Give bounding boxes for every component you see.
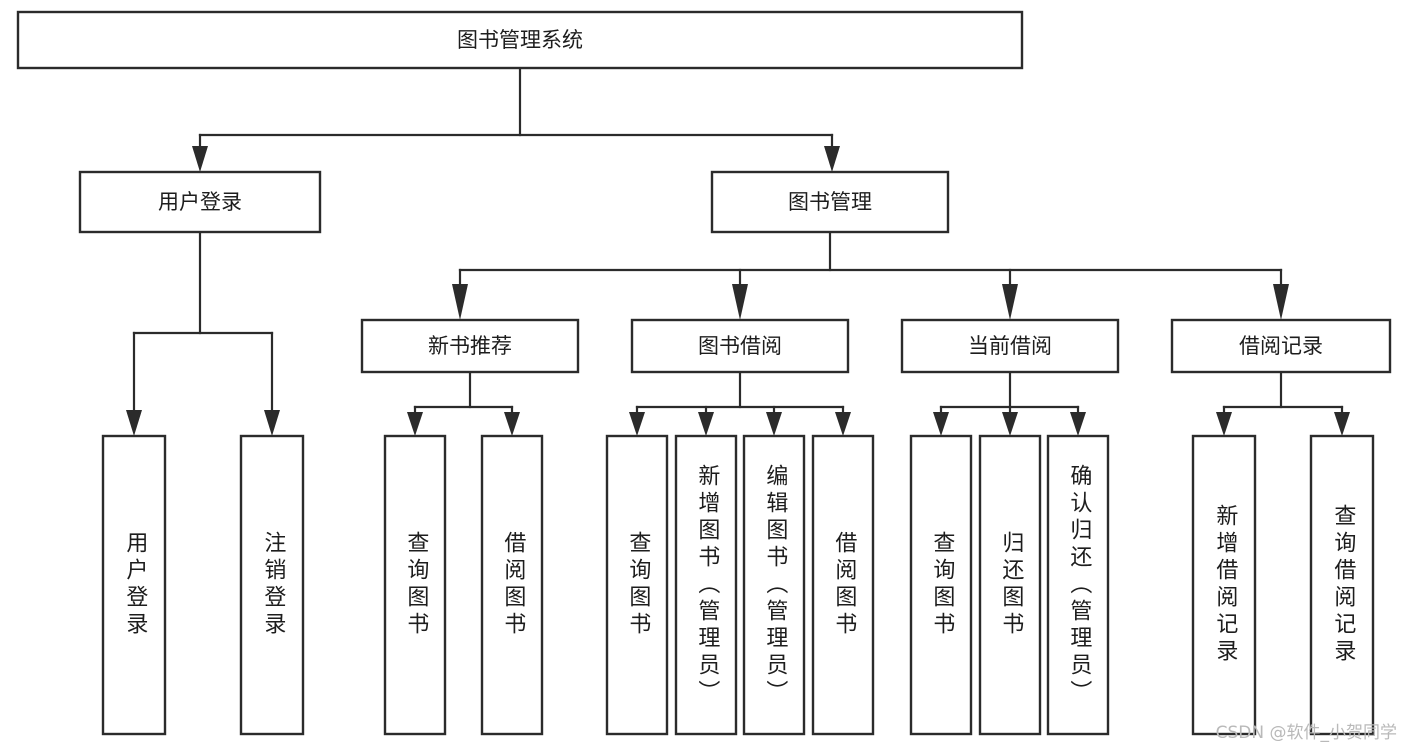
node-leaf-return-book-box[interactable] (978, 434, 1042, 736)
connector-newbook-to-leaves (407, 370, 520, 436)
arrow-head-icon (407, 412, 423, 436)
arrow-head-icon (732, 284, 748, 320)
leaf-boxes-current-borrow (909, 434, 1110, 736)
connector-root-to-level2 (192, 66, 840, 172)
leaf-boxes-user-login (101, 434, 305, 736)
arrow-head-icon (1002, 284, 1018, 320)
arrow-head-icon (192, 146, 208, 172)
node-book-manage[interactable]: 图书管理 (710, 170, 950, 234)
node-leaf-edit-book-box[interactable] (742, 434, 806, 736)
node-leaf-user-login-box[interactable] (101, 434, 167, 736)
node-leaf-confirm-return-box[interactable] (1046, 434, 1110, 736)
arrow-head-icon (629, 412, 645, 436)
node-current-borrow-box[interactable] (900, 318, 1120, 374)
node-root-box[interactable] (16, 10, 1024, 70)
node-new-book-rec-label: 新书推荐 (428, 334, 512, 358)
node-book-manage-label: 图书管理 (788, 190, 872, 214)
csdn-watermark: CSDN @软件_小贺同学 (1215, 723, 1397, 743)
arrow-head-icon (264, 410, 280, 436)
arrow-head-icon (1070, 412, 1086, 436)
connector-borrowrecord-to-leaves (1216, 370, 1350, 436)
arrow-head-icon (1334, 412, 1350, 436)
node-borrow-record-label: 借阅记录 (1239, 334, 1323, 358)
node-leaf-query-book-1-box[interactable] (383, 434, 447, 736)
arrow-head-icon (824, 146, 840, 172)
node-leaf-borrow-book-1-box[interactable] (480, 434, 544, 736)
node-borrow-record[interactable]: 借阅记录 (1170, 318, 1392, 374)
arrow-head-icon (766, 412, 782, 436)
leaf-boxes-borrow-record (1191, 434, 1375, 736)
node-root[interactable]: 图书管理系统 (16, 10, 1024, 70)
arrow-head-icon (126, 410, 142, 436)
node-root-label: 图书管理系统 (457, 28, 583, 52)
node-new-book-rec-box[interactable] (360, 318, 580, 374)
node-book-borrow-box[interactable] (630, 318, 850, 374)
node-leaf-query-book-3-box[interactable] (909, 434, 973, 736)
arrow-head-icon (452, 284, 468, 320)
connector-bookmanage-to-level3 (452, 230, 1289, 320)
arrow-head-icon (933, 412, 949, 436)
node-book-manage-box[interactable] (710, 170, 950, 234)
node-leaf-query-book-2-box[interactable] (605, 434, 669, 736)
node-current-borrow[interactable]: 当前借阅 (900, 318, 1120, 374)
node-new-book-rec[interactable]: 新书推荐 (360, 318, 580, 374)
node-leaf-add-record-box[interactable] (1191, 434, 1257, 736)
arrow-head-icon (1002, 412, 1018, 436)
node-current-borrow-label: 当前借阅 (968, 334, 1052, 358)
arrow-head-icon (1273, 284, 1289, 320)
node-leaf-add-book-box[interactable] (674, 434, 738, 736)
connector-bookborrow-to-leaves (629, 370, 851, 436)
node-user-login-label: 用户登录 (158, 190, 242, 214)
connector-currentborrow-to-leaves (933, 370, 1086, 436)
connector-userlogin-to-leaves (126, 230, 280, 436)
node-book-borrow[interactable]: 图书借阅 (630, 318, 850, 374)
node-leaf-borrow-book-2-box[interactable] (811, 434, 875, 736)
node-book-borrow-label: 图书借阅 (698, 334, 782, 358)
node-user-login[interactable]: 用户登录 (78, 170, 322, 234)
arrow-head-icon (835, 412, 851, 436)
arrow-head-icon (504, 412, 520, 436)
leaf-boxes-book-borrow (605, 434, 875, 736)
node-borrow-record-box[interactable] (1170, 318, 1392, 374)
node-leaf-query-record-box[interactable] (1309, 434, 1375, 736)
arrow-head-icon (1216, 412, 1232, 436)
leaf-boxes-new-book-rec (383, 434, 544, 736)
node-leaf-logout-box[interactable] (239, 434, 305, 736)
node-user-login-box[interactable] (78, 170, 322, 234)
arrow-head-icon (698, 412, 714, 436)
